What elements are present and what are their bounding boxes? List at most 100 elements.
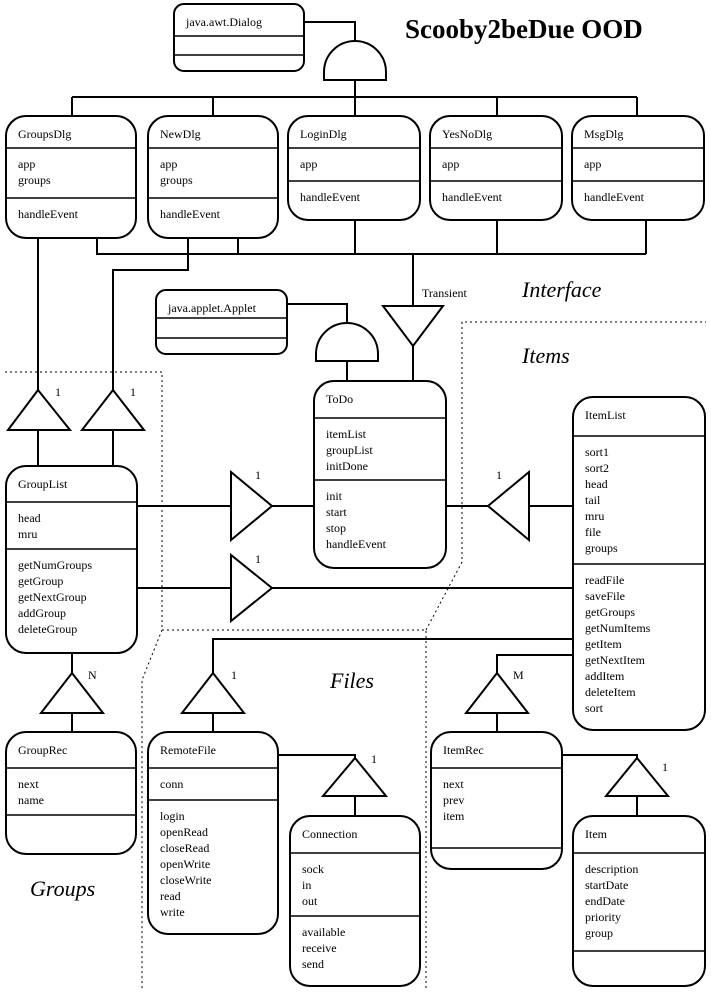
class-method: getGroups — [585, 605, 635, 619]
class-box-outline — [429, 115, 563, 221]
class-box-outline — [289, 815, 421, 987]
class-name: GroupList — [18, 477, 68, 491]
transient-aggregation-marker — [381, 305, 445, 348]
class-box-outline — [5, 115, 137, 239]
class-name: Item — [585, 827, 608, 841]
class-box-dialog: java.awt.Dialog — [173, 3, 305, 72]
class-attribute: startDate — [585, 878, 628, 892]
class-method: stop — [326, 521, 346, 535]
item-marker — [603, 756, 671, 797]
multiplicity-label: 1 — [662, 760, 668, 774]
class-attribute: name — [18, 793, 44, 807]
class-box-outline — [287, 115, 421, 221]
class-method: handleEvent — [18, 207, 79, 221]
class-box-outline — [147, 115, 279, 239]
class-method: closeRead — [160, 841, 209, 855]
class-method: getItem — [585, 637, 622, 651]
class-method: getGroup — [18, 574, 63, 588]
class-name: ItemList — [585, 408, 626, 422]
remotefile-marker — [179, 671, 247, 714]
class-attribute: in — [302, 878, 311, 892]
class-box-applet: java.applet.Applet — [155, 289, 288, 355]
class-method: addGroup — [18, 606, 66, 620]
class-method: receive — [302, 941, 337, 955]
class-attribute: out — [302, 894, 318, 908]
class-method: login — [160, 809, 185, 823]
multiplicity-label: 1 — [55, 385, 61, 399]
class-method: openWrite — [160, 857, 210, 871]
class-box-outline — [572, 815, 706, 987]
class-attribute: head — [585, 477, 608, 491]
class-box-todo: ToDoitemListgroupListinitDoneinitstartst… — [313, 380, 447, 569]
class-attribute: groups — [160, 173, 193, 187]
class-method: getNumGroups — [18, 558, 92, 572]
class-method: handleEvent — [160, 207, 221, 221]
class-box-outline — [5, 465, 138, 654]
diagram-title: Scooby2beDue OOD — [405, 14, 643, 44]
grouplist-marker-right — [79, 388, 147, 431]
connection-marker — [320, 756, 389, 797]
transient-label: Transient — [422, 286, 468, 300]
multiplicity-labels: Transient 1 1 1 1 1 N 1 1 M 1 — [55, 286, 668, 774]
class-attribute: priority — [585, 910, 621, 924]
class-attribute: group — [585, 926, 613, 940]
class-method: addItem — [585, 669, 625, 683]
class-method: send — [302, 957, 324, 971]
class-box-outline — [430, 731, 563, 870]
class-method: openRead — [160, 825, 208, 839]
class-attribute: prev — [443, 793, 464, 807]
class-method: start — [326, 505, 347, 519]
class-attribute: groups — [585, 541, 618, 555]
class-box-outline — [313, 380, 447, 569]
section-items: Items — [521, 343, 570, 368]
relationship-markers — [6, 40, 671, 797]
class-method: handleEvent — [584, 190, 645, 204]
todo-itemlist-marker — [486, 469, 530, 543]
association-lines — [37, 21, 647, 816]
class-attribute: description — [585, 862, 638, 876]
class-method: read — [160, 889, 181, 903]
class-method: write — [160, 905, 185, 919]
class-box-grouplist: GroupListheadmrugetNumGroupsgetGroupgetN… — [5, 465, 138, 654]
class-attribute: sort2 — [585, 461, 609, 475]
class-attribute: endDate — [585, 894, 625, 908]
dialog-inheritance-marker — [323, 40, 387, 81]
itemlist-grouplist-marker — [230, 552, 274, 624]
class-method: sort — [585, 701, 604, 715]
class-attribute: initDone — [326, 459, 368, 473]
class-name: GroupRec — [18, 743, 67, 757]
class-method: getNextGroup — [18, 590, 87, 604]
class-box-outline — [571, 115, 705, 221]
class-box-outline — [147, 731, 279, 935]
class-attribute: app — [300, 157, 317, 171]
class-attribute: mru — [18, 527, 37, 541]
multiplicity-label-m: M — [513, 668, 524, 682]
class-name: GroupsDlg — [18, 127, 71, 141]
multiplicity-label: 1 — [255, 552, 261, 566]
class-attribute: next — [443, 777, 464, 791]
class-name: YesNoDlg — [442, 127, 492, 141]
applet-inheritance-marker — [315, 322, 379, 362]
class-name: java.awt.Dialog — [185, 15, 262, 29]
class-method: handleEvent — [442, 190, 503, 204]
class-method: saveFile — [585, 589, 625, 603]
class-method: deleteGroup — [18, 622, 77, 636]
class-attribute: file — [585, 525, 601, 539]
class-attribute: groupList — [326, 443, 373, 457]
class-method: readFile — [585, 573, 624, 587]
class-name: LoginDlg — [300, 127, 347, 141]
grouprec-marker — [38, 671, 106, 714]
class-boxes: java.awt.Dialog java.applet.Applet GroupsD… — [5, 3, 706, 987]
class-attribute: groups — [18, 173, 51, 187]
todo-grouplist-marker — [230, 469, 274, 543]
region-boundaries — [5, 321, 706, 990]
class-attribute: sort1 — [585, 445, 609, 459]
section-files: Files — [329, 668, 374, 693]
